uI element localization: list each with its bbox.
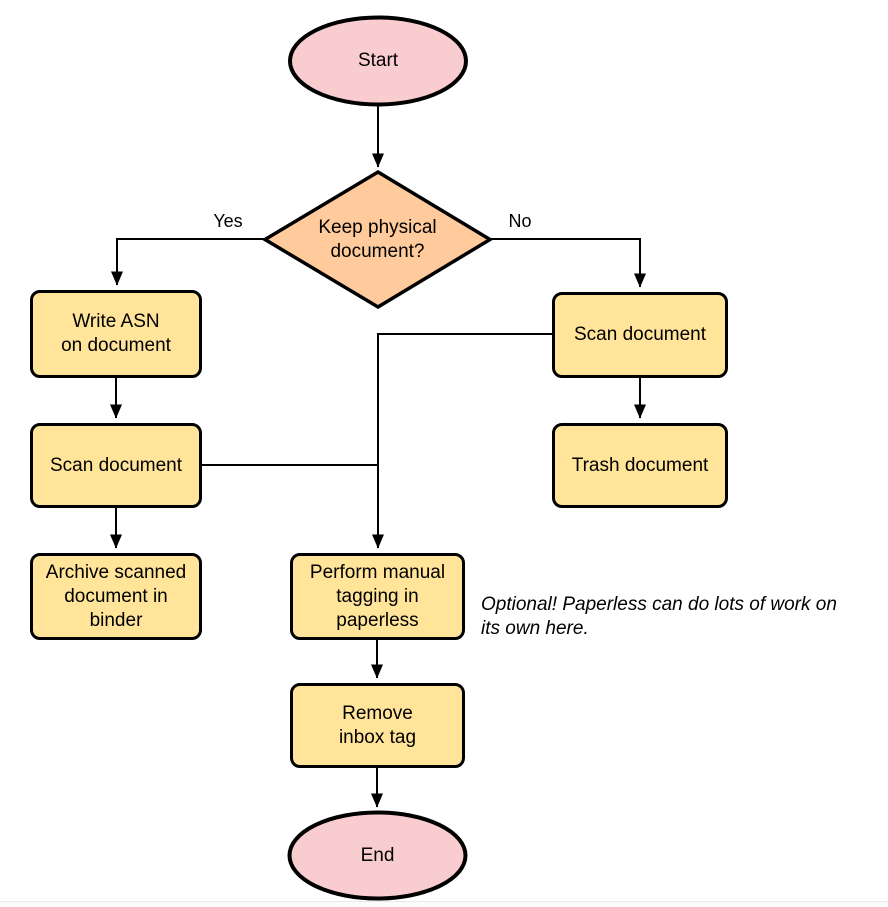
process-archive-scanned-document: Archive scanned document in binder xyxy=(30,553,202,640)
edge-decision-yes-to-write-asn xyxy=(111,238,265,286)
process-scan-document-left: Scan document xyxy=(30,423,202,508)
end-terminator-shape xyxy=(287,810,468,901)
optional-note-annotation: Optional! Paperless can do lots of work … xyxy=(481,594,837,639)
start-terminator-shape xyxy=(288,15,468,107)
bottom-edge-strip xyxy=(0,901,888,907)
edge-label-yes: Yes xyxy=(213,211,243,231)
process-write-asn-on-document: Write ASN on document xyxy=(30,290,202,378)
decision-diamond-shape xyxy=(261,169,494,310)
process-scan-document-right: Scan document xyxy=(552,292,728,378)
process-remove-inbox-tag: Remove inbox tag xyxy=(290,683,465,768)
process-trash-document: Trash document xyxy=(552,423,728,508)
edge-label-no: No xyxy=(508,211,532,231)
edge-decision-no-to-scan-right xyxy=(490,238,646,288)
edge-scan-right-to-tagging xyxy=(372,333,552,549)
process-manual-tagging: Perform manual tagging in paperless xyxy=(290,553,465,640)
